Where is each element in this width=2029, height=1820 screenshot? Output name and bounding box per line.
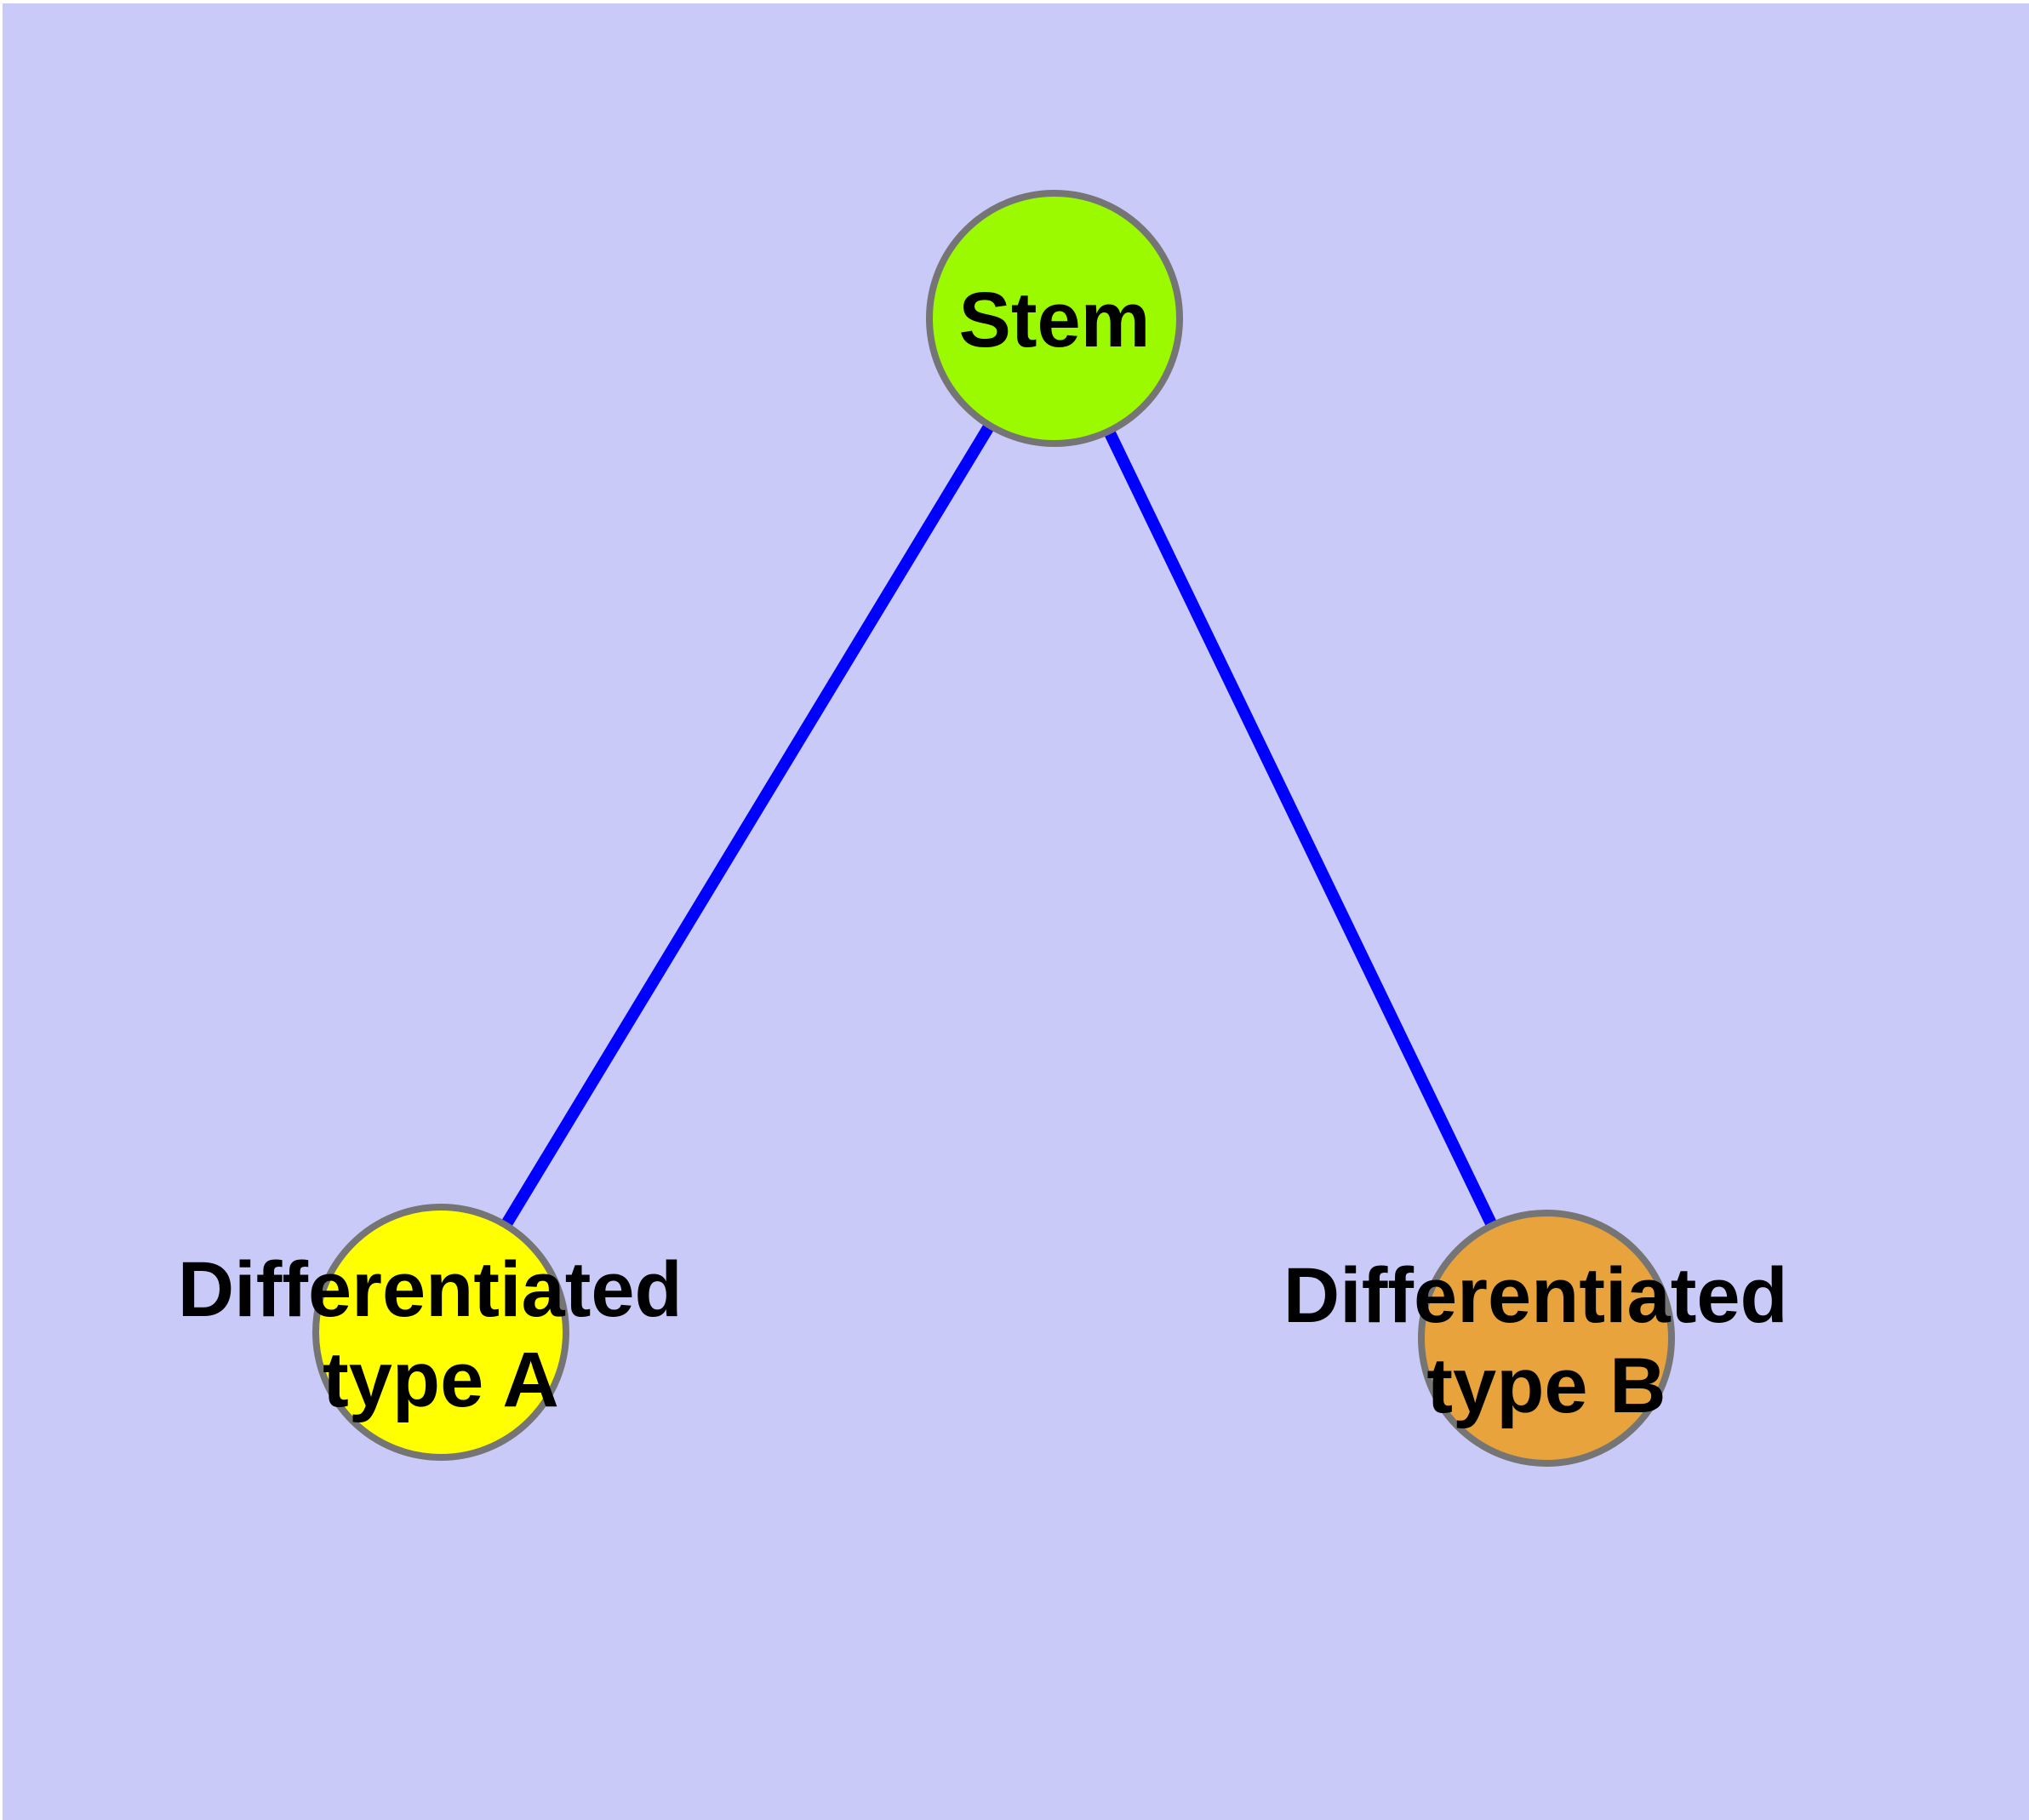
node-type-a-label: Differentiated type A bbox=[178, 1246, 705, 1423]
label-layer: Stem Differentiated type A Differentiate… bbox=[178, 277, 1810, 1429]
node-type-b-label-line1: Differentiated bbox=[1283, 1252, 1788, 1339]
node-type-b-label-line2: type B bbox=[1426, 1342, 1666, 1429]
node-stem-circle bbox=[926, 190, 1183, 447]
edge-stem-to-type-b bbox=[1049, 315, 1552, 1342]
node-type-b-circle bbox=[1418, 1210, 1675, 1467]
node-type-b-label: Differentiated type B bbox=[1283, 1252, 1810, 1429]
edge-stem-to-type-a bbox=[436, 315, 1060, 1336]
edge-layer bbox=[436, 315, 1552, 1342]
node-type-a-label-line1: Differentiated bbox=[178, 1246, 683, 1333]
node-type-a-label-line2: type A bbox=[323, 1336, 559, 1423]
node-type-a-circle bbox=[312, 1204, 569, 1461]
node-layer bbox=[312, 190, 1675, 1467]
node-stem-label: Stem bbox=[959, 277, 1151, 363]
